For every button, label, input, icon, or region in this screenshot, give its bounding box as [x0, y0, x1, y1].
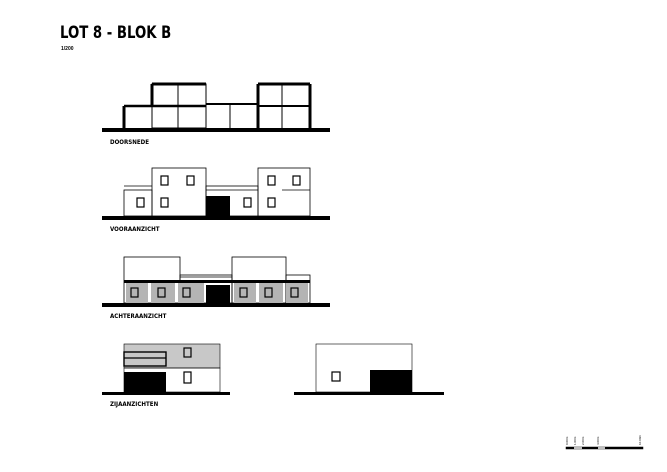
scale-tick-4: 4.00m: [596, 436, 600, 445]
scale-tick-2: 2.00m: [581, 436, 585, 445]
scale-tick-1: 1.00m: [573, 436, 577, 445]
rear-elevation: [102, 256, 330, 307]
scale-tick-10: 10.00m: [638, 434, 642, 445]
front-entrance-door: [206, 196, 230, 216]
front-windows: [136, 175, 301, 208]
scale-tick-0: 0.00m: [565, 436, 569, 445]
section-ground-line: [102, 128, 330, 132]
label-section: DOORSNEDE: [110, 138, 149, 146]
front-elevation: [102, 167, 330, 220]
section-drawing: [102, 82, 330, 132]
label-rear-elevation: ACHTERAANZICHT: [110, 312, 167, 320]
rear-ground-line: [102, 303, 330, 307]
rear-covered-terraces: [124, 280, 310, 303]
side-elevation-right: [294, 343, 444, 395]
front-ground-line: [102, 216, 330, 220]
scale-bar: [565, 446, 644, 450]
label-side-elevations: ZIJAANZICHTEN: [110, 400, 159, 408]
label-front-elevation: VOORAANZICHT: [110, 225, 160, 233]
side-elevation-left: [102, 343, 230, 395]
rear-door: [206, 285, 230, 303]
section-middle-link: [206, 103, 258, 128]
section-right-block: [256, 82, 312, 128]
drawing-scale: 1/200: [61, 46, 74, 52]
sheet-title: LOT 8 - BLOK B: [60, 23, 172, 43]
section-left-block: [122, 82, 207, 129]
